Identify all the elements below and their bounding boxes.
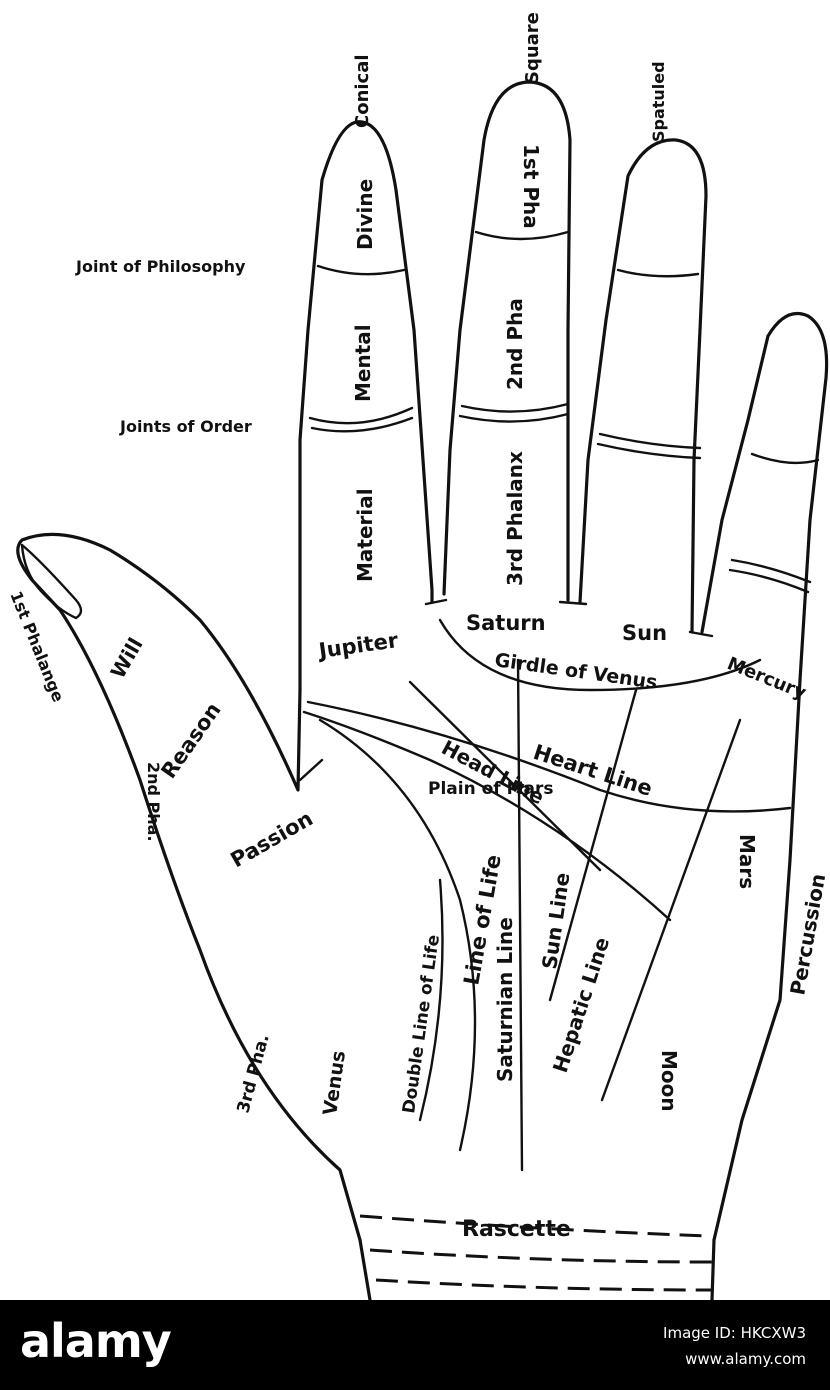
thumb-outline [16, 532, 362, 1242]
double-life-line [418, 878, 444, 1122]
middle-finger-outline [442, 80, 572, 602]
hepatic-line [600, 718, 742, 1102]
label-will: Will [106, 634, 148, 683]
label-second-pha-thumb: 2nd Pha. [144, 762, 163, 842]
little-finger-outline [700, 311, 829, 682]
label-sun: Sun [622, 621, 667, 645]
percussion-edge [712, 678, 802, 1242]
label-jupiter: Jupiter [315, 628, 400, 663]
label-material: Material [353, 488, 377, 582]
label-third-phalanx: 3rd Phalanx [503, 451, 527, 586]
finger-joints [308, 230, 820, 594]
alamy-logo: alamy [20, 1314, 172, 1368]
label-conical: Conical [352, 54, 373, 128]
label-moon: Moon [657, 1050, 681, 1112]
label-sun-line: Sun Line [537, 871, 574, 971]
ring-finger-outline [578, 138, 708, 634]
rascette-lines [358, 1214, 716, 1300]
label-joints-of-order: Joints of Order [119, 417, 252, 436]
index-finger-outline [298, 120, 434, 692]
label-venus: Venus [319, 1049, 350, 1116]
url-text: www.alamy.com [685, 1350, 806, 1368]
thumb-nail [20, 543, 83, 620]
label-joint-of-philosophy: Joint of Philosophy [75, 257, 246, 276]
label-mercury: Mercury [724, 653, 809, 704]
label-first-pha: 1st Pha [519, 144, 543, 229]
heart-line [306, 700, 792, 813]
label-square: Square [522, 12, 543, 84]
label-first-phalange: 1st Phalange [6, 588, 68, 704]
footer-info: Image ID: HKCXW3 www.alamy.com [663, 1320, 806, 1372]
image-id-text: Image ID: HKCXW3 [663, 1324, 806, 1342]
label-divine: Divine [353, 179, 377, 250]
label-saturn: Saturn [466, 611, 546, 635]
head-line [302, 710, 672, 922]
label-percussion: Percussion [785, 872, 830, 997]
label-third-pha-thumb: 3rd Pha. [234, 1032, 274, 1115]
label-rascette: Rascette [462, 1217, 571, 1242]
watermark-footer: alamy Image ID: HKCXW3 www.alamy.com [0, 1300, 830, 1390]
label-plain-of-mars: Plain of Mars [428, 779, 554, 799]
label-second-pha: 2nd Pha [503, 298, 527, 390]
palm-lines [298, 618, 792, 1172]
label-mental: Mental [351, 324, 375, 402]
label-reason: Reason [156, 698, 225, 783]
girdle-of-venus-line [438, 618, 762, 692]
sun-line [548, 688, 638, 1002]
saturnian-line [516, 658, 524, 1172]
palmistry-diagram: Conical Square Spatuled Divine Mental Ma… [6, 12, 830, 1300]
label-saturnian-line: Saturnian Line [493, 917, 517, 1082]
label-mars: Mars [735, 834, 759, 889]
life-line [318, 718, 477, 1152]
label-spatuled: Spatuled [649, 61, 668, 142]
label-passion: Passion [227, 806, 317, 872]
hand-outline [16, 80, 829, 1242]
